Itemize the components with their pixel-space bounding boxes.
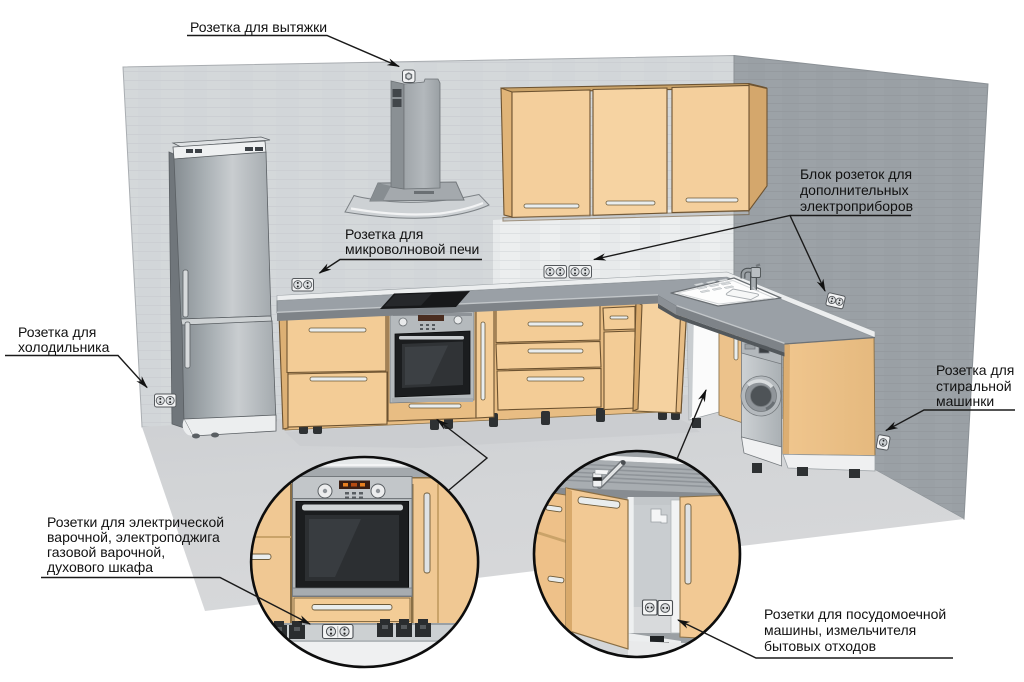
svg-text:машинки: машинки	[936, 393, 994, 409]
svg-text:машины, измельчителя: машины, измельчителя	[764, 622, 916, 638]
svg-text:Блок розеток для: Блок розеток для	[800, 166, 912, 182]
svg-text:электроприборов: электроприборов	[800, 198, 913, 214]
svg-text:холодильника: холодильника	[18, 339, 110, 355]
svg-text:дополнительных: дополнительных	[800, 182, 909, 198]
svg-text:Розетка для: Розетка для	[936, 362, 1014, 378]
svg-text:Розетки для электрической: Розетки для электрической	[47, 514, 224, 530]
svg-text:варочной, электроподжига: варочной, электроподжига	[47, 529, 220, 545]
svg-text:духового шкафа: духового шкафа	[47, 559, 153, 575]
svg-text:бытовых отходов: бытовых отходов	[764, 638, 876, 654]
svg-text:микроволновой печи: микроволновой печи	[345, 241, 479, 257]
svg-text:Розетка для вытяжки: Розетка для вытяжки	[190, 19, 327, 35]
svg-text:газовой варочной,: газовой варочной,	[47, 544, 165, 560]
svg-text:Розетка для: Розетка для	[18, 324, 96, 340]
svg-text:Розетка для: Розетка для	[345, 226, 423, 242]
svg-text:Розетки для посудомоечной: Розетки для посудомоечной	[764, 606, 946, 622]
svg-text:стиральной: стиральной	[936, 378, 1012, 394]
